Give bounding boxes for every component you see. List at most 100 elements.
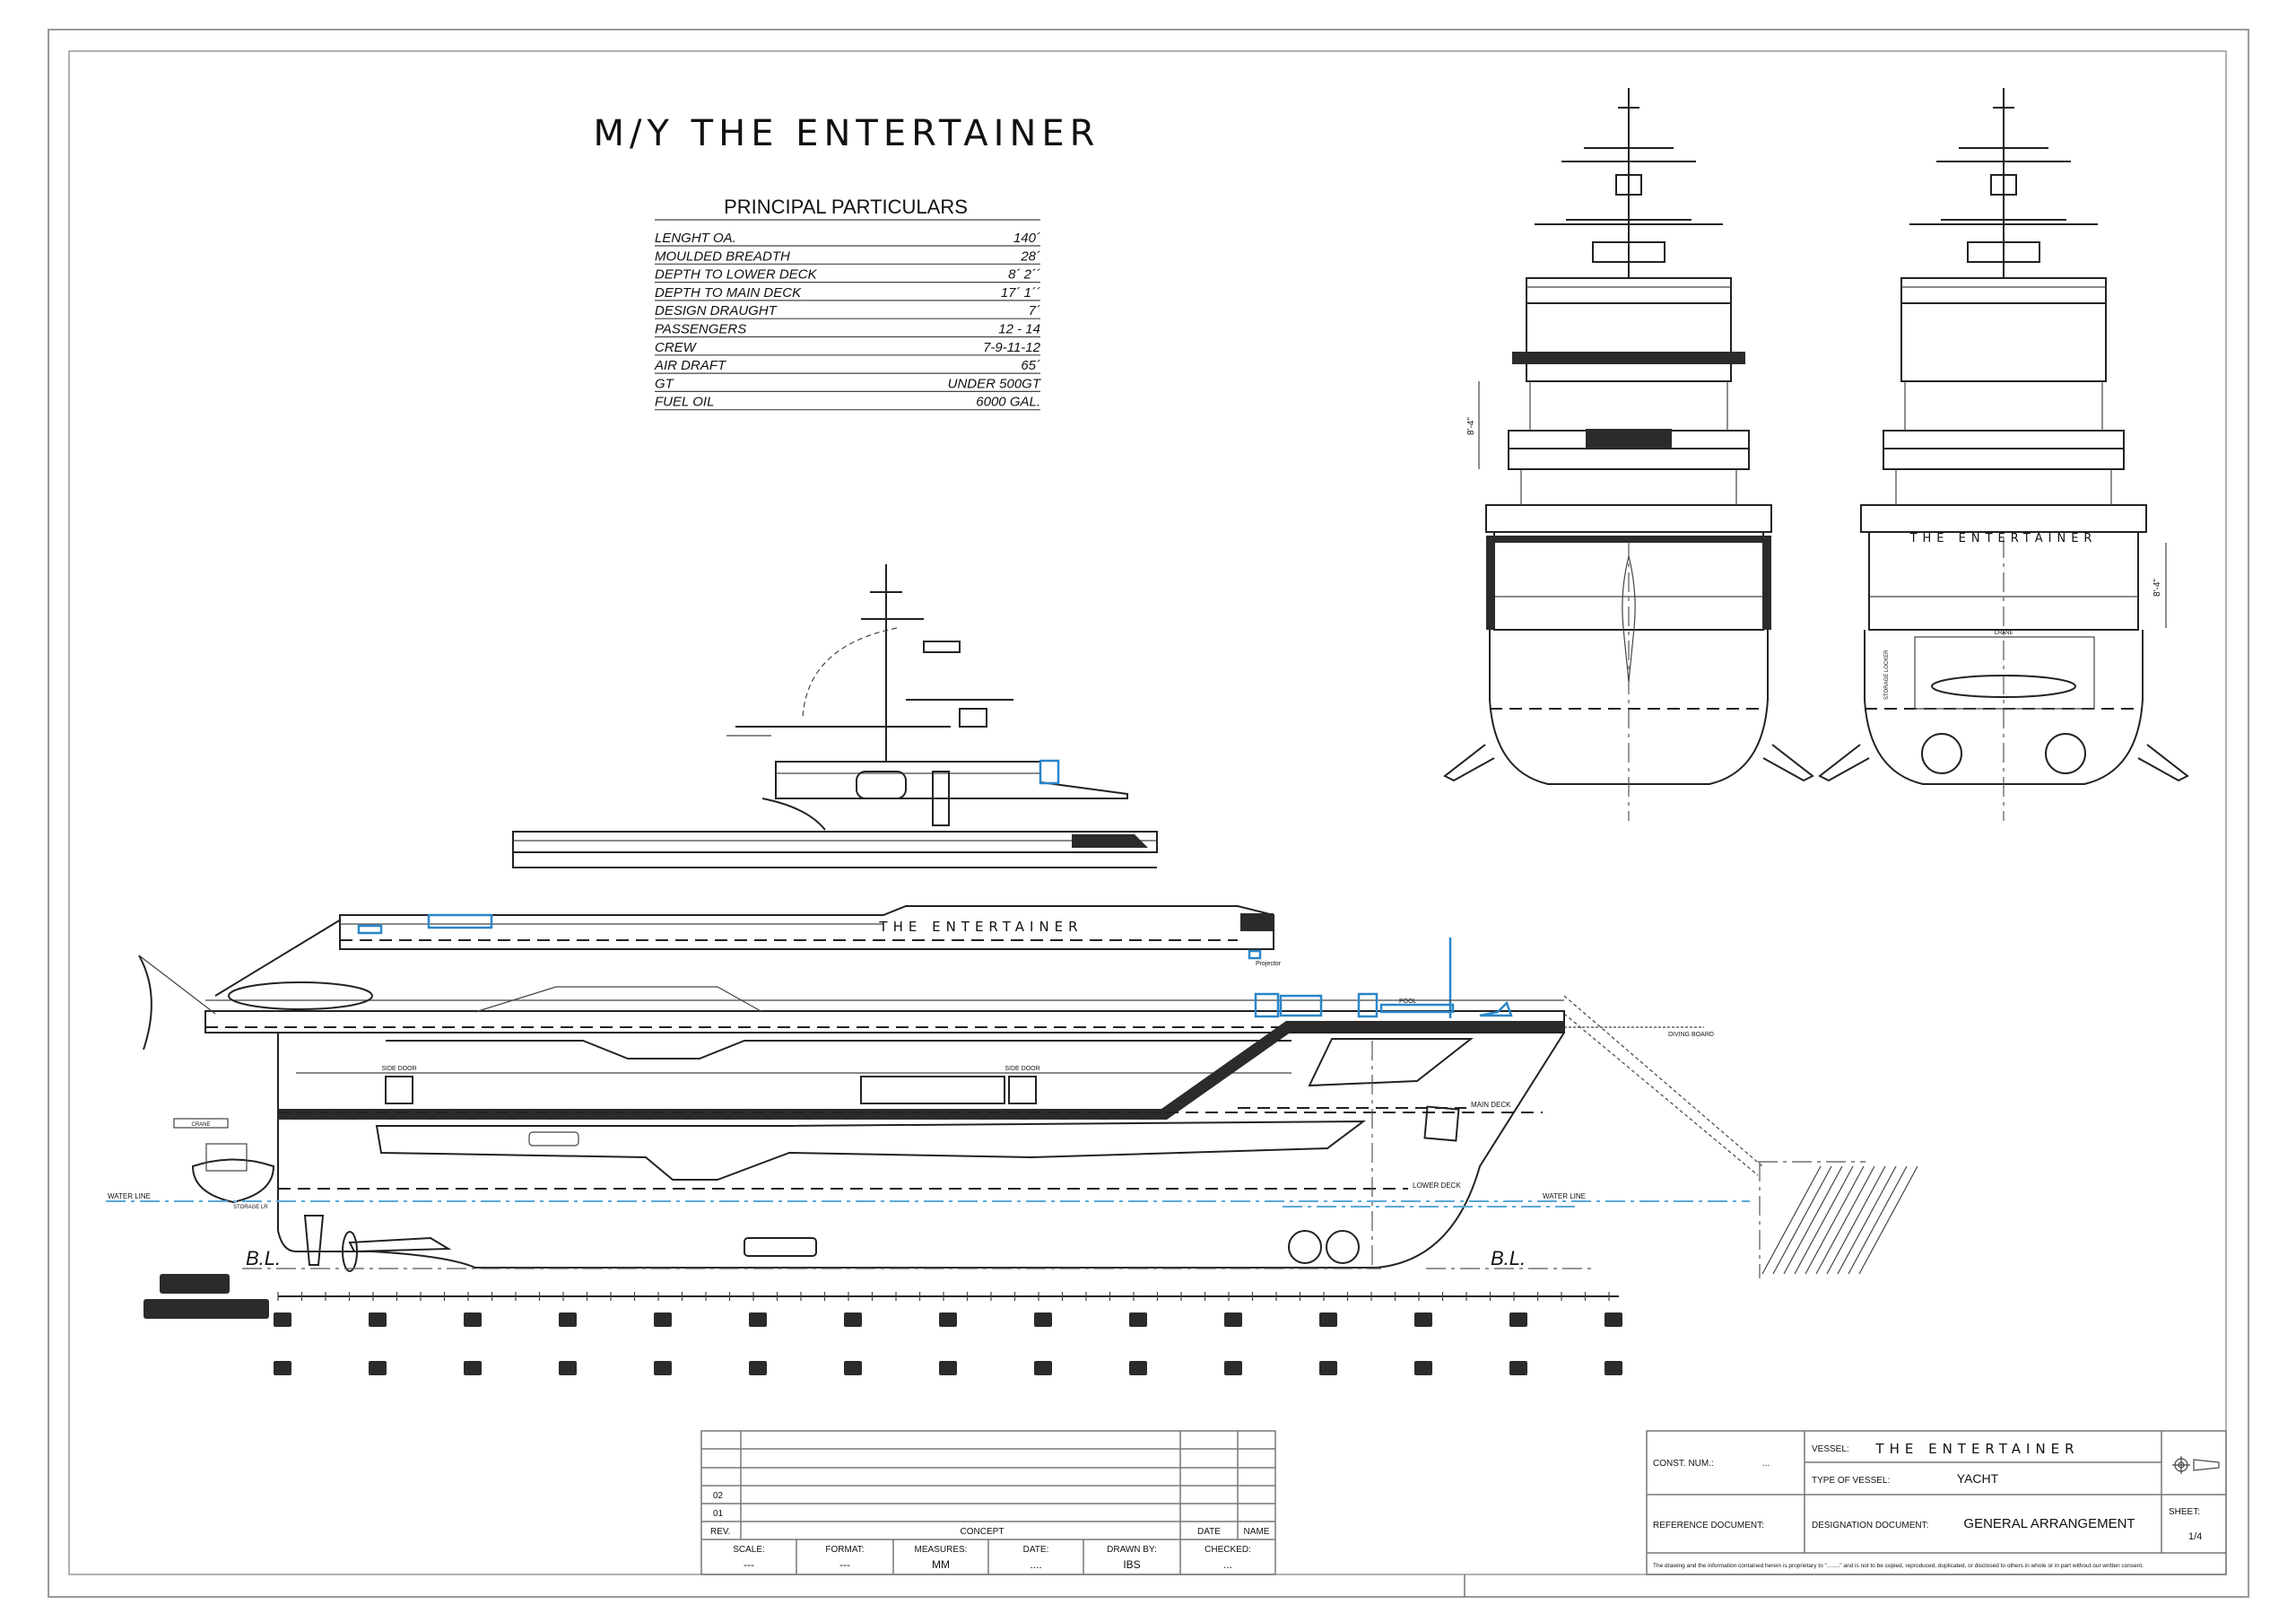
particulars-row: AIR DRAFT 65´ xyxy=(654,358,1040,374)
particulars-row: LENGHT OA. 140´ xyxy=(655,231,1040,247)
pool-label: POOL xyxy=(1399,998,1417,1005)
field-value: --- xyxy=(839,1558,850,1571)
frame-marker xyxy=(1129,1312,1147,1327)
type-of-vessel-value: YACHT xyxy=(1957,1471,1999,1486)
frame-marker xyxy=(274,1361,291,1375)
frame-marker xyxy=(1509,1361,1527,1375)
crane-label: CRANE xyxy=(191,1122,210,1128)
particulars-value: UNDER 500GT xyxy=(948,376,1042,391)
side-profile: THE ENTERTAINER Projector POOL SIDE DOOR… xyxy=(106,564,1918,1375)
field-label: CHECKED: xyxy=(1205,1545,1251,1555)
frame-marker xyxy=(464,1312,482,1327)
main-deck-label: MAIN DECK xyxy=(1471,1101,1511,1109)
frame-marker xyxy=(1129,1361,1147,1375)
quay-hatch xyxy=(1805,1165,1865,1275)
frame-marker xyxy=(1319,1361,1337,1375)
frame-marker xyxy=(1605,1312,1622,1327)
drawing-title: M/Y THE ENTERTAINER xyxy=(594,113,1100,154)
particulars-label: AIR DRAFT xyxy=(654,358,727,373)
frame-marker xyxy=(559,1361,577,1375)
quay-hatch xyxy=(1848,1165,1908,1275)
frame-marker xyxy=(749,1312,767,1327)
particulars-label: DEPTH TO LOWER DECK xyxy=(655,267,818,283)
principal-particulars: PRINCIPAL PARTICULARS LENGHT OA. 140´ MOUL… xyxy=(654,196,1042,411)
particulars-value: 140´ xyxy=(1013,231,1040,246)
type-of-vessel-label: TYPE OF VESSEL: xyxy=(1812,1476,1890,1486)
crane-label-stern: CRANE xyxy=(1994,631,2013,636)
particulars-value: 28´ xyxy=(1020,249,1040,264)
water-line-label: WATER LINE xyxy=(108,1192,151,1200)
concept-header: CONCEPT xyxy=(961,1527,1004,1537)
frame-marker xyxy=(654,1361,672,1375)
const-num-label: CONST. NUM.: xyxy=(1653,1459,1714,1469)
hull-name-label: THE ENTERTAINER xyxy=(878,919,1083,935)
quay-hatch xyxy=(1783,1165,1843,1275)
rev-number: 02 xyxy=(713,1491,724,1501)
storage-locker-label: STORAGE LOCKER xyxy=(1884,650,1890,700)
frame-marker xyxy=(749,1361,767,1375)
field-label: SCALE: xyxy=(733,1545,765,1555)
field-value: MM xyxy=(932,1558,950,1571)
particulars-heading: PRINCIPAL PARTICULARS xyxy=(724,196,968,218)
particulars-label: LENGHT OA. xyxy=(655,231,736,246)
frame-marker xyxy=(654,1312,672,1327)
date-header: DATE xyxy=(1197,1527,1221,1537)
quay-hatch xyxy=(1772,1165,1832,1275)
particulars-value: 65´ xyxy=(1021,358,1040,373)
projector-label: Projector xyxy=(1256,961,1282,967)
reference-document-label: REFERENCE DOCUMENT: xyxy=(1653,1521,1764,1530)
particulars-value: 17´ 1´´ xyxy=(1001,285,1040,301)
sheet-label: SHEET: xyxy=(2169,1507,2200,1517)
outer-border xyxy=(48,29,2249,1598)
frame-marker xyxy=(464,1361,482,1375)
title-block: CONST. NUM.: ... VESSEL: THE ENTERTAINER… xyxy=(1646,1430,2227,1575)
dimension-label: 8'-4" xyxy=(2152,579,2162,597)
designation-document-value: GENERAL ARRANGEMENT xyxy=(1963,1516,2135,1531)
particulars-label: GT xyxy=(655,376,675,391)
field-label: DRAWN BY: xyxy=(1107,1545,1157,1555)
particulars-value: 6000 GAL. xyxy=(976,395,1040,410)
inner-border xyxy=(68,50,2227,1575)
frame-marker xyxy=(1224,1312,1242,1327)
diving-board-label: DIVING BOARD xyxy=(1668,1032,1714,1038)
rev-number: 01 xyxy=(713,1509,724,1519)
vessel-label: VESSEL: xyxy=(1812,1444,1849,1454)
field-label: MEASURES: xyxy=(915,1545,968,1555)
const-num-value: ... xyxy=(1762,1459,1770,1469)
name-header: NAME xyxy=(1244,1527,1270,1537)
frame-marker xyxy=(1034,1312,1052,1327)
frame-marker xyxy=(1034,1361,1052,1375)
particulars-label: FUEL OIL xyxy=(655,395,714,410)
frame-marker xyxy=(274,1312,291,1327)
disclaimer: The drawing and the information containe… xyxy=(1653,1563,2144,1569)
frame-marker xyxy=(1319,1312,1337,1327)
side-door-label: SIDE DOOR xyxy=(381,1066,416,1072)
baseline-label: B.L. xyxy=(246,1247,281,1269)
quay-hatch xyxy=(1858,1165,1918,1275)
sheer-stripe xyxy=(278,1021,1564,1120)
frame-marker xyxy=(369,1361,387,1375)
rev-header: REV. xyxy=(710,1527,730,1537)
vessel-value: THE ENTERTAINER xyxy=(1874,1441,2079,1457)
particulars-label: PASSENGERS xyxy=(655,322,746,337)
quay-hatch xyxy=(1761,1165,1822,1275)
field-label: DATE: xyxy=(1023,1545,1049,1555)
lower-deck-label: LOWER DECK xyxy=(1413,1182,1461,1190)
frame-marker xyxy=(1414,1361,1432,1375)
storage-label: STORAGE LR xyxy=(233,1205,268,1210)
frame-marker xyxy=(844,1312,862,1327)
frame-marker xyxy=(559,1312,577,1327)
side-door-label: SIDE DOOR xyxy=(1004,1066,1039,1072)
revision-table: 02 01 REV. CONCEPT DATE NAME SCALE:---FO… xyxy=(700,1430,1276,1575)
frame-marker xyxy=(1224,1361,1242,1375)
designation-document-label: DESIGNATION DOCUMENT: xyxy=(1812,1521,1928,1530)
particulars-label: DESIGN DRAUGHT xyxy=(655,303,778,318)
quay-hatch xyxy=(1815,1165,1875,1275)
